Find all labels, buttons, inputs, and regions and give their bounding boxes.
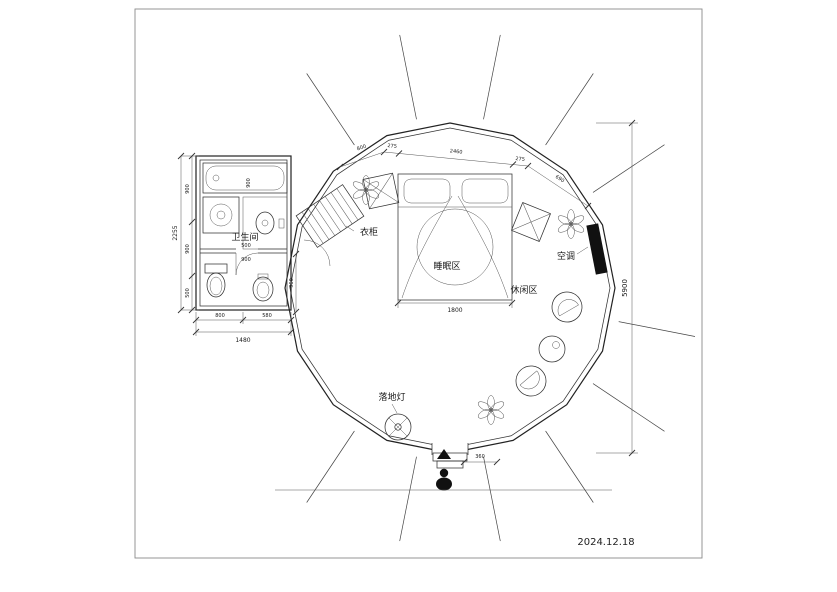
ac-leader-line (576, 246, 589, 255)
entry (431, 443, 469, 491)
person-icon (439, 468, 449, 478)
dim-door-width: 360 (475, 454, 485, 460)
plant-bottom-icon (477, 395, 505, 425)
toilet (204, 263, 228, 298)
bed (397, 173, 513, 301)
roof-rays (306, 34, 696, 542)
bed-canopy (416, 208, 494, 286)
dim-bath-a: 800 (215, 313, 225, 319)
dim-bath-b: 580 (262, 313, 272, 319)
room-door-swing (303, 239, 331, 267)
bathroom-label: 卫生间 (231, 231, 258, 243)
dim-top-e: 690 (554, 174, 565, 184)
bathroom (195, 155, 292, 311)
dim-right-total: 5900 (621, 279, 629, 297)
dim-bath-inner-c: 900 (241, 257, 251, 263)
dim-left-c: 500 (185, 288, 191, 298)
lamp-leader-line (391, 403, 398, 414)
entry-step-2 (436, 460, 464, 469)
nightstand-right (510, 201, 552, 243)
plant-right-icon (557, 209, 585, 239)
plant-top-left-icon (352, 175, 380, 205)
room-outline (284, 122, 616, 454)
entry-arrow-icon (437, 449, 451, 459)
bidet (252, 273, 274, 302)
washbasin (242, 196, 288, 250)
wardrobe-leader-line (345, 225, 355, 232)
dim-bath-inner-a: 900 (246, 178, 252, 188)
leisure-chair-top (551, 291, 583, 323)
dim-top-d: 275 (515, 156, 525, 163)
floor-lamp-label: 落地灯 (378, 391, 405, 403)
dim-left-total: 2255 (172, 225, 179, 240)
pillow-right (461, 178, 509, 204)
floor-lamp-symbol (384, 413, 412, 441)
sleeping-area-label: 睡眠区 (433, 260, 460, 272)
bathtub (202, 162, 288, 194)
pillow-left (403, 178, 451, 204)
dim-left-a: 900 (185, 184, 191, 194)
dimension-bed-width: 1800 (394, 299, 516, 314)
sheet-border (134, 8, 703, 559)
dim-bath-inner-b: 500 (241, 243, 251, 249)
bathroom-door-swing (235, 252, 259, 276)
dim-top-b: 275 (387, 143, 397, 150)
air-conditioner-unit (586, 223, 608, 275)
dimension-top-chain: 800 275 2460 275 690 (336, 143, 592, 210)
dim-bath-total: 1480 (235, 337, 250, 344)
dim-bed-width: 1800 (447, 307, 462, 314)
wardrobe-unit (295, 184, 365, 248)
leisure-chair-bottom (515, 365, 547, 397)
round-table (538, 335, 566, 363)
dim-top-c: 2460 (449, 148, 462, 155)
leisure-area-label: 休闲区 (510, 284, 537, 296)
dimension-door-width: 360 (460, 454, 501, 466)
air-conditioner-label: 空调 (557, 250, 575, 262)
drawing-date: 2024.12.18 (577, 537, 634, 548)
shower-tray (202, 196, 240, 234)
wardrobe-label: 衣柜 (360, 226, 378, 238)
dimension-bathroom-bottom: 800 580 1480 (192, 312, 295, 344)
dim-bath-height: 960 (289, 278, 295, 288)
dimension-bathroom-right: 960 (289, 250, 300, 316)
dimension-right: 5900 (596, 119, 638, 457)
dim-top-a: 800 (356, 144, 367, 153)
dimension-left: 2255 900 900 500 (172, 152, 199, 314)
dim-left-b: 900 (185, 244, 191, 254)
